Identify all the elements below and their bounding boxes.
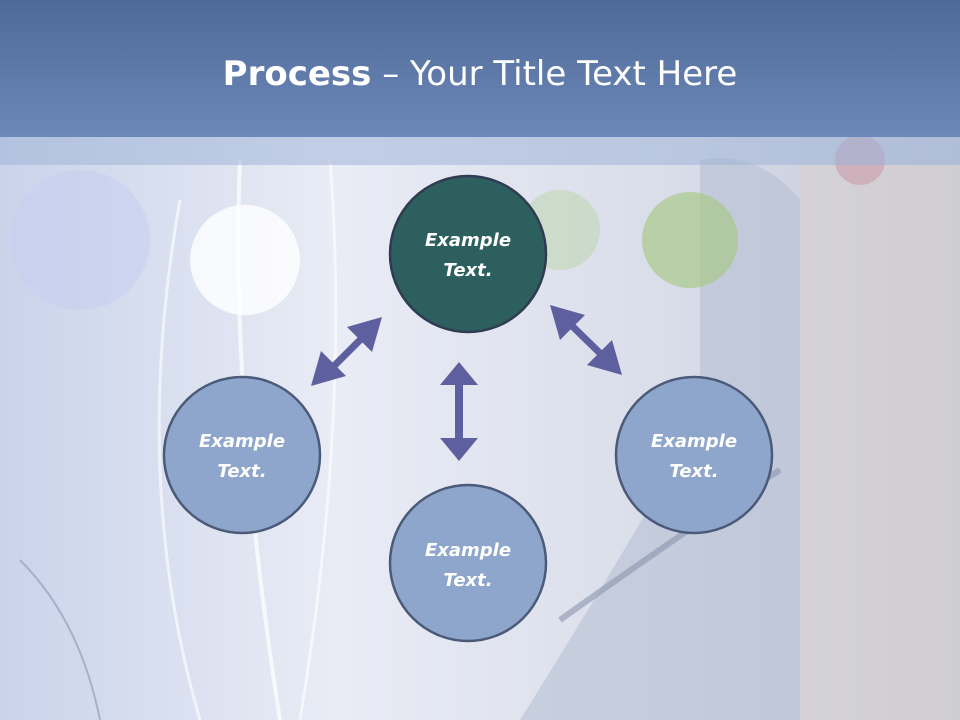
node-top: Example Text. — [388, 174, 548, 334]
node-right-line2: Text. — [669, 461, 718, 482]
node-top-line1: Example — [425, 230, 511, 251]
node-bottom-line2: Text. — [443, 570, 492, 591]
title-strip — [0, 137, 960, 165]
arrow-top-right — [550, 305, 622, 375]
node-bottom-line1: Example — [425, 540, 511, 561]
slide-title: Process – Your Title Text Here — [0, 52, 960, 96]
title-bar — [0, 0, 960, 137]
arrow-top-left — [311, 317, 382, 386]
title-bold: Process — [222, 54, 372, 94]
node-left-line1: Example — [199, 431, 285, 452]
node-top-line2: Text. — [443, 260, 492, 281]
node-left: Example Text. — [162, 375, 322, 535]
arrow-top-bottom — [440, 362, 478, 461]
node-right-line1: Example — [651, 431, 737, 452]
title-rest: Your Title Text Here — [410, 54, 738, 94]
title-dash: – — [371, 54, 411, 94]
node-right: Example Text. — [614, 375, 774, 535]
node-left-line2: Text. — [217, 461, 266, 482]
node-bottom: Example Text. — [388, 483, 548, 643]
